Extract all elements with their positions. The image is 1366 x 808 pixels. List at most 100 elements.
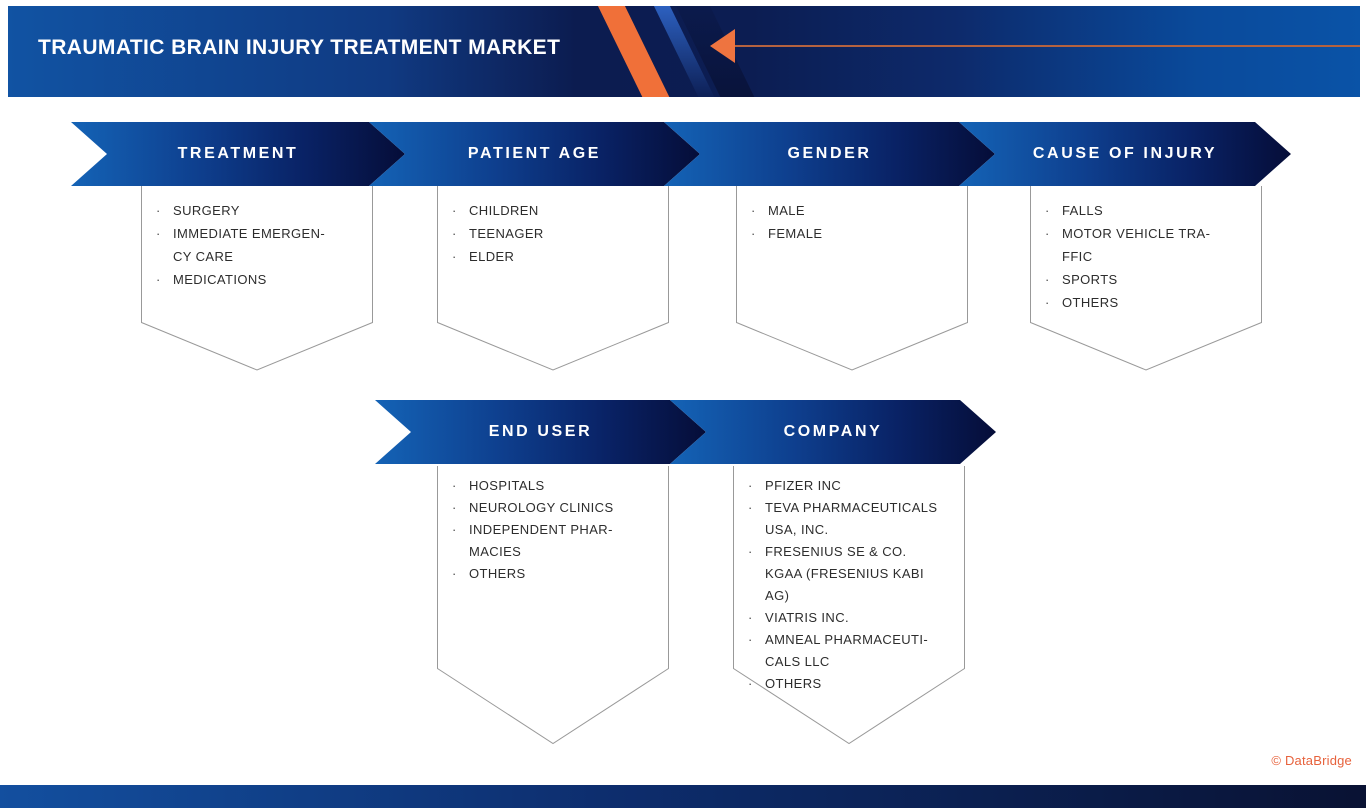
segment-banner: COMPANY xyxy=(670,400,996,464)
bullet-icon: · xyxy=(452,522,457,537)
segment-list-box: ·SURGERY·IMMEDIATE EMERGEN- CY CARE·MEDI… xyxy=(141,186,373,371)
segment-title: GENDER xyxy=(787,145,872,162)
bullet-icon: · xyxy=(1045,226,1050,241)
list-item-label: MEDICATIONS xyxy=(173,272,267,287)
segment-item-list: · CHILDREN · TEENAGER · ELDER xyxy=(437,186,552,268)
list-item-label: INDEPENDENT PHAR- MACIES xyxy=(469,522,613,559)
segment-title: TREATMENT xyxy=(177,145,299,162)
segment-list-box: ·MALE·FEMALE xyxy=(736,186,968,371)
segment-item-list: · HOSPITALS · NEUROLOGY CLINICS · INDEPENDENT… xyxy=(437,466,622,585)
list-item: ·IMMEDIATE EMERGEN- CY CARE xyxy=(156,222,325,268)
segment-item-list: · FALLS · MOTOR VEHICLE TRA- FFIC · SPORTS · OT… xyxy=(1030,186,1218,314)
list-item-label: MOTOR VEHICLE TRA- FFIC xyxy=(1062,226,1211,264)
list-item: · ELDER xyxy=(452,245,544,268)
bullet-icon: · xyxy=(452,500,457,515)
list-item-label: CHILDREN xyxy=(469,203,539,218)
segment-item-list: ·MALE·FEMALE xyxy=(736,186,830,245)
list-item-label: NEUROLOGY CLINICS xyxy=(469,500,614,515)
list-item-label: FEMALE xyxy=(768,226,823,241)
bullet-icon: · xyxy=(156,272,161,287)
list-item: · MEDICATIONS xyxy=(156,268,325,291)
bullet-icon: · xyxy=(1045,272,1050,287)
segment-title: END USER xyxy=(488,423,593,440)
list-item-label: SURGERY xyxy=(173,203,240,218)
banner-arrow-shape xyxy=(375,400,706,464)
list-item: · PFIZER INC xyxy=(748,475,937,497)
bullet-icon: · xyxy=(751,226,756,241)
bullet-icon: · xyxy=(452,566,457,581)
bullet-icon: · xyxy=(748,676,753,691)
list-item-label: TEENAGER xyxy=(469,226,544,241)
arrow-line xyxy=(735,45,1360,47)
bullet-icon: · xyxy=(751,203,756,218)
list-item-label: FRESENIUS SE & CO. KGAA (FRESENIUS KABI … xyxy=(765,544,924,603)
chevron-outline xyxy=(437,466,669,745)
chevron-outline xyxy=(141,186,373,371)
list-item: · VIATRIS INC. xyxy=(748,607,937,629)
segment-title: CAUSE OF INJURY xyxy=(1032,145,1218,162)
list-item-label: VIATRIS INC. xyxy=(765,610,850,625)
segment-title: PATIENT AGE xyxy=(467,145,602,162)
list-item-label: HOSPITALS xyxy=(469,478,545,493)
chevron-outline xyxy=(736,186,968,371)
segment-banner: PATIENT AGE xyxy=(369,122,700,186)
bullet-icon: · xyxy=(1045,295,1050,310)
chevron-outline xyxy=(1030,186,1262,371)
bullet-icon: · xyxy=(452,203,457,218)
segment-banner: GENDER xyxy=(664,122,995,186)
list-item: ·MALE xyxy=(751,199,822,222)
chevron-outline xyxy=(733,466,965,745)
segment-banner: TREATMENT xyxy=(71,122,405,186)
banner-arrow-shape xyxy=(369,122,700,186)
list-item-label: OTHERS xyxy=(1062,295,1119,310)
list-item-label: ELDER xyxy=(469,249,515,264)
bullet-icon: · xyxy=(748,544,753,559)
segment-item-list: · PFIZER INC · TEVA PHARMACEUTICALS USA, IN… xyxy=(733,466,945,695)
banner-arrow-shape xyxy=(670,400,996,464)
bottom-bar xyxy=(0,785,1366,808)
bullet-icon: · xyxy=(156,203,161,218)
segment-list-box: · FALLS · MOTOR VEHICLE TRA- FFIC · SPORTS · OT… xyxy=(1030,186,1262,371)
segment-banner: END USER xyxy=(375,400,706,464)
list-item: ·AMNEAL PHARMACEUTI- CALS LLC xyxy=(748,629,937,673)
list-item: · OTHERS xyxy=(1045,291,1210,314)
header-band: TRAUMATIC BRAIN INJURY TREATMENT MARKET xyxy=(8,6,1360,97)
bullet-icon: · xyxy=(748,500,753,515)
list-item: · TEENAGER xyxy=(452,222,544,245)
list-item: ·OTHERS xyxy=(748,673,937,695)
bullet-icon: · xyxy=(1045,203,1050,218)
bullet-icon: · xyxy=(748,632,753,647)
copyright-credit: © DataBridge xyxy=(1271,753,1352,768)
list-item: · NEUROLOGY CLINICS xyxy=(452,497,614,519)
page-title: TRAUMATIC BRAIN INJURY TREATMENT MARKET xyxy=(38,36,561,59)
segment-title: COMPANY xyxy=(783,423,883,440)
bullet-icon: · xyxy=(452,478,457,493)
list-item: · SPORTS xyxy=(1045,268,1210,291)
list-item: · MOTOR VEHICLE TRA- FFIC xyxy=(1045,222,1210,268)
banner-arrow-shape xyxy=(71,122,405,186)
bullet-icon: · xyxy=(452,226,457,241)
segment-list-box: · PFIZER INC · TEVA PHARMACEUTICALS USA, IN… xyxy=(733,466,965,745)
list-item: · FRESENIUS SE & CO. KGAA (FRESENIUS KABI… xyxy=(748,541,937,607)
bullet-icon: · xyxy=(452,249,457,264)
segment-list-box: · CHILDREN · TEENAGER · ELDER xyxy=(437,186,669,371)
list-item: · CHILDREN xyxy=(452,199,544,222)
list-item: · FALLS xyxy=(1045,199,1210,222)
banner-arrow-shape xyxy=(664,122,995,186)
bullet-icon: · xyxy=(156,226,161,241)
list-item: · SURGERY xyxy=(156,199,325,222)
list-item: · HOSPITALS xyxy=(452,475,614,497)
list-item: · TEVA PHARMACEUTICALS USA, INC. xyxy=(748,497,937,541)
chevron-outline xyxy=(437,186,669,371)
segment-list-box: · HOSPITALS · NEUROLOGY CLINICS · INDEPENDENT… xyxy=(437,466,669,745)
bullet-icon: · xyxy=(748,610,753,625)
list-item-label: TEVA PHARMACEUTICALS USA, INC. xyxy=(765,500,938,537)
list-item-label: FALLS xyxy=(1062,203,1104,218)
list-item-label: SPORTS xyxy=(1062,272,1118,287)
list-item-label: PFIZER INC xyxy=(765,478,842,493)
left-arrowhead-icon xyxy=(710,29,735,63)
bullet-icon: · xyxy=(748,478,753,493)
segment-banner: CAUSE OF INJURY xyxy=(959,122,1291,186)
segment-item-list: ·SURGERY·IMMEDIATE EMERGEN- CY CARE·MEDI… xyxy=(141,186,333,291)
list-item-label: OTHERS xyxy=(469,566,526,581)
